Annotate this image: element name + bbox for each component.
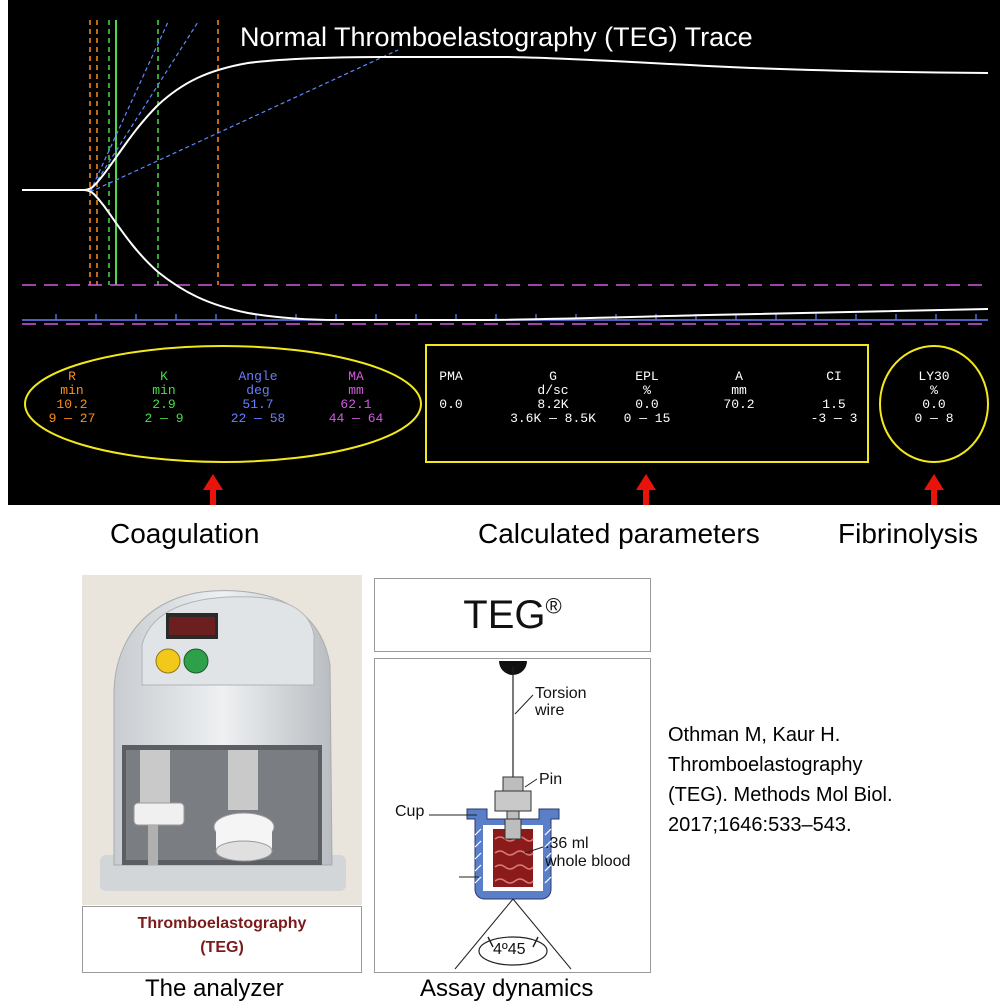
param-epl-unit: % — [643, 383, 651, 398]
analyzer-photo — [82, 575, 362, 905]
citation-line4: 2017;1646:533–543. — [668, 814, 852, 836]
fibrinolysis-highlight — [879, 345, 989, 463]
param-pma: PMA 0.0 — [426, 370, 476, 412]
param-k-name: K — [160, 369, 168, 384]
param-a: A mm 70.2 — [714, 370, 764, 412]
pin-label: Pin — [539, 771, 563, 788]
param-angle-unit: deg — [246, 383, 270, 398]
citation-line2: Thromboelastography — [668, 754, 863, 776]
analyzer-label-line1: Thromboelastography — [137, 915, 307, 932]
param-r-name: R — [68, 369, 76, 384]
teg-trace-chart: Normal Thromboelastography (TEG) Trace — [22, 20, 989, 505]
calculated-params-highlight — [425, 344, 869, 463]
blood-label: .36 ml whole blood — [545, 835, 630, 871]
param-angle-value: 51.7 — [242, 397, 274, 412]
param-ci-unit — [804, 384, 864, 398]
param-g-range: 3.6K — 8.5K — [510, 411, 596, 426]
param-pma-name: PMA — [439, 369, 463, 384]
citation-line3: (TEG). Methods Mol Biol. — [668, 784, 893, 806]
registered-mark: ® — [545, 593, 562, 619]
param-pma-unit — [426, 384, 476, 398]
param-ci-name: CI — [826, 369, 842, 384]
teg-logo-box: TEG® — [374, 578, 651, 652]
param-ly30-value: 0.0 — [922, 397, 946, 412]
torsion-label-line2: wire — [535, 702, 565, 719]
calculated-caption: Calculated parameters — [478, 518, 760, 549]
teg-trace-panel: Normal Thromboelastography (TEG) Trace R… — [8, 0, 1000, 505]
angle-label: 4º45 — [493, 941, 526, 958]
param-ci-range: -3 — 3 — [810, 411, 858, 426]
analyzer-label-line2: (TEG) — [200, 939, 244, 956]
param-r-value: 10.2 — [56, 397, 88, 412]
angle-tangent-2 — [89, 21, 169, 193]
fibrinolysis-caption: Fibrinolysis — [838, 518, 979, 549]
param-ly30-unit: % — [930, 383, 938, 398]
assay-diagram-box: Torsion wire Pin Cup .36 ml whole blood … — [374, 658, 651, 973]
green-button-icon — [183, 648, 209, 674]
param-k-value: 2.9 — [152, 397, 176, 412]
angle-tangent-1 — [89, 21, 199, 193]
param-g-value: 8.2K — [537, 397, 569, 412]
citation-line1: Othman M, Kaur H. — [668, 724, 841, 746]
param-a-value: 70.2 — [723, 397, 755, 412]
teg-logo: TEG® — [375, 593, 650, 638]
param-k: K min 2.9 2 — 9 — [134, 370, 194, 426]
param-ci-value: 1.5 — [822, 397, 846, 412]
teg-trace-title: Normal Thromboelastography (TEG) Trace — [240, 22, 753, 52]
param-angle-range: 22 — 58 — [230, 411, 286, 426]
analyzer-caption: The analyzer — [145, 975, 284, 1002]
torsion-label-line1: Torsion — [535, 685, 587, 702]
coagulation-caption: Coagulation — [110, 518, 260, 549]
param-ma: MA mm 62.1 44 — 64 — [316, 370, 396, 426]
teg-trace-upper — [22, 56, 989, 191]
param-angle-name: Angle — [238, 369, 278, 384]
analyzer-label-box: Thromboelastography (TEG) — [82, 906, 362, 973]
param-ma-name: MA — [348, 369, 364, 384]
assay-diagram — [429, 661, 572, 970]
torsion-label: Torsion wire — [535, 685, 587, 719]
param-epl-range: 0 — 15 — [623, 411, 671, 426]
param-epl-name: EPL — [635, 369, 659, 384]
param-r-range: 9 — 27 — [48, 411, 96, 426]
fibrinolysis-arrow — [924, 474, 944, 505]
coagulation-highlight — [24, 345, 422, 463]
param-a-name: A — [735, 369, 743, 384]
teg-logo-text: TEG — [463, 593, 546, 637]
param-ly30-range: 0 — 8 — [914, 411, 954, 426]
param-r-unit: min — [60, 383, 84, 398]
yellow-button-icon — [155, 648, 181, 674]
param-a-unit: mm — [731, 383, 747, 398]
calculated-arrow — [636, 474, 656, 505]
teg-trace-lower — [22, 189, 989, 321]
param-ma-range: 44 — 64 — [328, 411, 384, 426]
analyzer-illustration — [100, 590, 346, 891]
param-r: R min 10.2 9 — 27 — [42, 370, 102, 426]
param-k-unit: min — [152, 383, 176, 398]
param-ly30-name: LY30 — [918, 369, 950, 384]
param-epl-value: 0.0 — [635, 397, 659, 412]
param-angle: Angle deg 51.7 22 — 58 — [218, 370, 298, 426]
param-ma-unit: mm — [348, 383, 364, 398]
blood-label-line1: .36 ml — [545, 835, 589, 852]
param-g-name: G — [549, 369, 557, 384]
assay-caption: Assay dynamics — [420, 975, 594, 1002]
param-ci: CI 1.5 -3 — 3 — [804, 370, 864, 426]
param-g: G d/sc 8.2K 3.6K — 8.5K — [498, 370, 608, 426]
angle-tangent-3 — [89, 49, 399, 193]
param-pma-value: 0.0 — [439, 397, 463, 412]
blood-label-line2: whole blood — [545, 853, 631, 870]
param-epl: EPL % 0.0 0 — 15 — [612, 370, 682, 426]
citation: Othman M, Kaur H. Thromboelastography (T… — [668, 720, 893, 840]
param-ly30: LY30 % 0.0 0 — 8 — [904, 370, 964, 426]
param-k-range: 2 — 9 — [144, 411, 184, 426]
param-ma-value: 62.1 — [340, 397, 372, 412]
cup-label: Cup — [395, 803, 425, 820]
coagulation-arrow — [203, 474, 223, 505]
param-g-unit: d/sc — [537, 383, 569, 398]
